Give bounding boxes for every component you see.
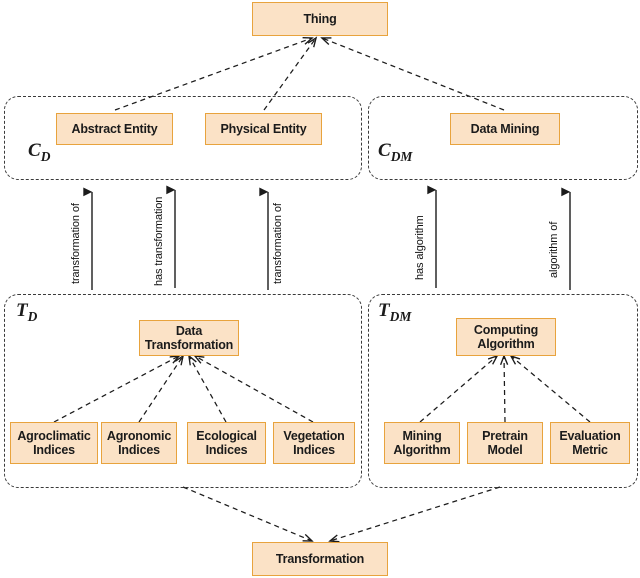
group-t-dm-label: TDM [378, 300, 411, 325]
relation-label-has-algorithm: has algorithm [414, 215, 426, 280]
node-transformation-label: Transformation [275, 552, 365, 566]
node-vegetation-indices[interactable]: Vegetation Indices [273, 422, 355, 464]
edge-groups-to-transformation [182, 486, 501, 541]
node-abstract-entity[interactable]: Abstract Entity [56, 113, 173, 145]
group-c-dm-label-sub: DM [390, 148, 413, 164]
node-computing-algorithm-line2: Algorithm [477, 337, 535, 351]
group-c-dm-label-main: C [378, 140, 391, 161]
node-vegetation-indices-line1: Vegetation [283, 428, 345, 443]
group-c-d-label-sub: D [40, 148, 51, 164]
node-data-mining-label: Data Mining [470, 122, 540, 136]
node-agroclimatic-indices[interactable]: Agroclimatic Indices [10, 422, 98, 464]
node-transformation[interactable]: Transformation [252, 542, 388, 576]
node-physical-entity[interactable]: Physical Entity [205, 113, 322, 145]
group-t-dm-label-main: T [378, 300, 390, 321]
node-pretrain-model-line1: Pretrain [482, 428, 528, 443]
node-computing-algorithm-line1: Computing [473, 322, 539, 337]
node-ecological-indices[interactable]: Ecological Indices [187, 422, 266, 464]
node-data-transformation-line2: Transformation [144, 338, 234, 352]
node-evaluation-metric-line1: Evaluation [559, 428, 621, 443]
node-thing[interactable]: Thing [252, 2, 388, 36]
node-data-mining[interactable]: Data Mining [450, 113, 560, 145]
group-c-dm-label: CDM [378, 140, 412, 165]
node-evaluation-metric-line2: Metric [572, 443, 608, 457]
node-agronomic-indices-line2: Indices [118, 443, 160, 457]
node-data-transformation-line1: Data [175, 323, 203, 338]
node-computing-algorithm[interactable]: Computing Algorithm [456, 318, 556, 356]
group-c-d-label: CD [28, 140, 50, 165]
group-c-d-label-main: C [28, 140, 41, 161]
node-ecological-indices-line2: Indices [205, 443, 248, 457]
node-agroclimatic-indices-line1: Agroclimatic [17, 428, 91, 443]
node-mining-algorithm-line1: Mining [402, 428, 442, 443]
node-agronomic-indices-line1: Agronomic [106, 428, 172, 443]
group-t-dm[interactable] [368, 294, 638, 488]
relation-label-transformation-of-2: transformation of [272, 203, 284, 284]
group-t-d-label-main: T [16, 300, 28, 321]
node-ecological-indices-line1: Ecological [196, 428, 257, 443]
node-evaluation-metric[interactable]: Evaluation Metric [550, 422, 630, 464]
node-abstract-entity-label: Abstract Entity [71, 122, 158, 136]
group-t-d-label-sub: D [27, 308, 38, 324]
relation-label-has-transformation: has transformation [153, 196, 165, 286]
node-pretrain-model[interactable]: Pretrain Model [467, 422, 543, 464]
node-agroclimatic-indices-line2: Indices [33, 443, 75, 457]
node-data-transformation[interactable]: Data Transformation [139, 320, 239, 356]
node-vegetation-indices-line2: Indices [293, 443, 335, 457]
relation-label-algorithm-of: algorithm of [548, 221, 560, 278]
group-t-dm-label-sub: DM [389, 308, 412, 324]
node-agronomic-indices[interactable]: Agronomic Indices [101, 422, 177, 464]
group-t-d-label: TD [16, 300, 37, 325]
node-physical-entity-label: Physical Entity [220, 122, 307, 136]
node-pretrain-model-line2: Model [487, 443, 523, 457]
node-thing-label: Thing [303, 12, 337, 26]
node-mining-algorithm[interactable]: Mining Algorithm [384, 422, 460, 464]
relation-label-transformation-of-1: transformation of [70, 203, 82, 284]
node-mining-algorithm-line2: Algorithm [393, 443, 451, 457]
